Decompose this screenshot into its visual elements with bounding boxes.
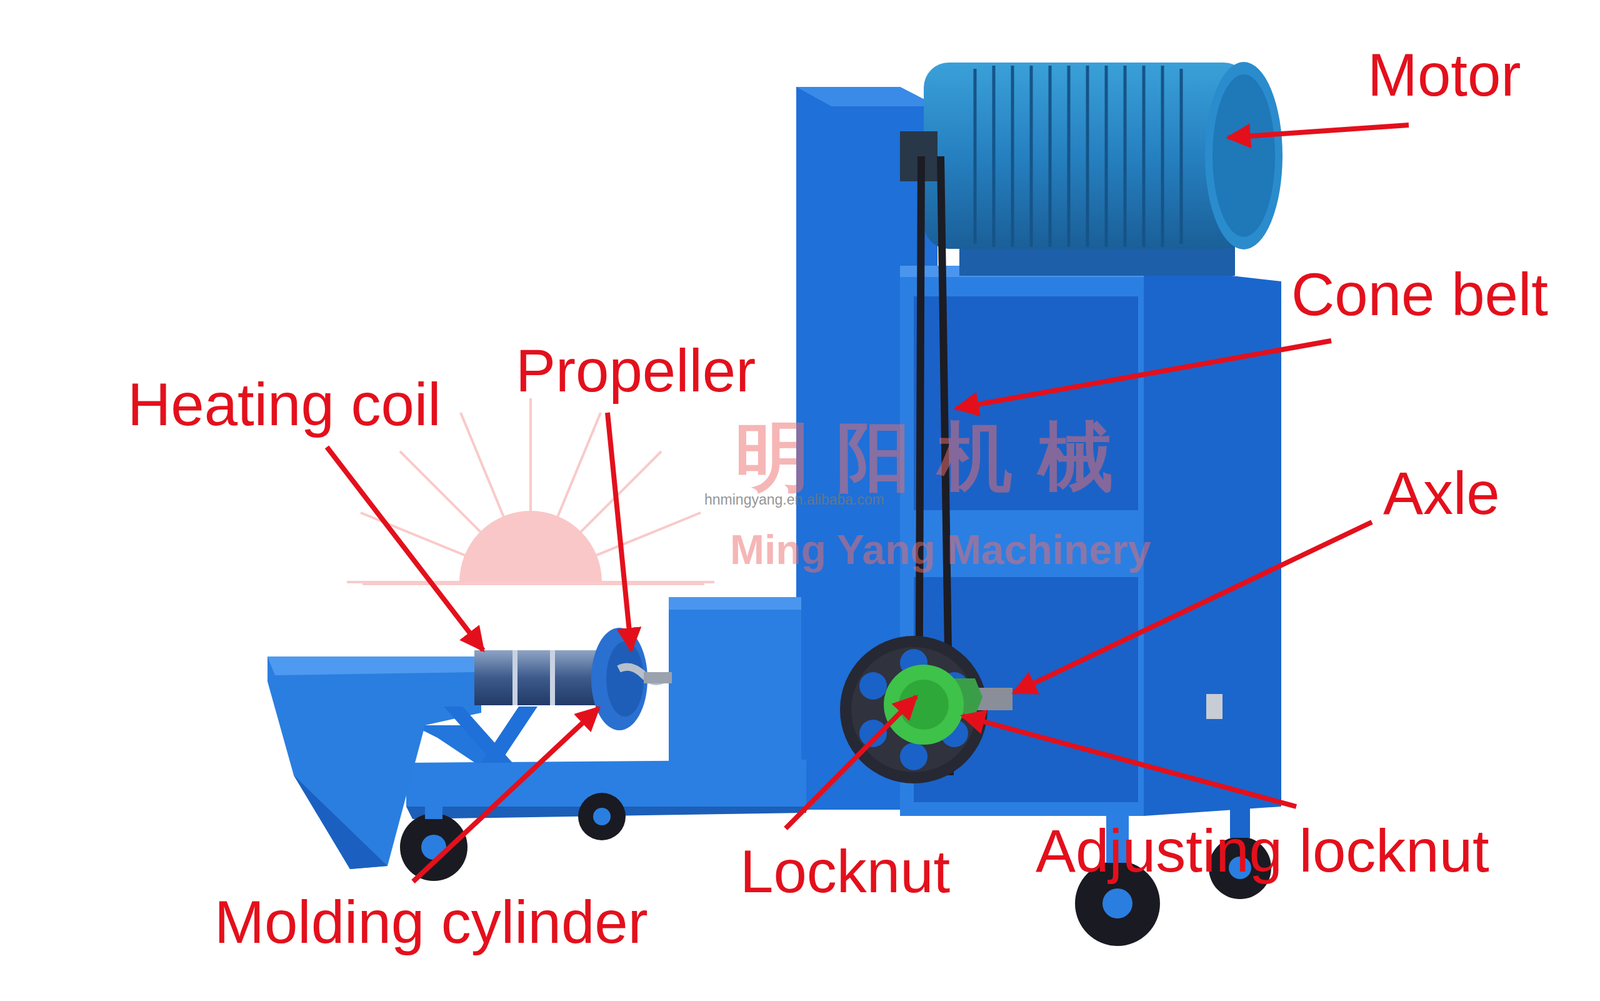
- leader-arrow: [326, 125, 1409, 882]
- watermark: Ming Yang Machinery: [730, 526, 1152, 574]
- part-label: Heating coil: [127, 370, 442, 439]
- watermark: 明 阳 机 械: [735, 413, 1114, 500]
- part-label: Adjusting locknut: [1035, 816, 1490, 885]
- watermark-url: hnmingyang.en.alibaba.com: [704, 491, 885, 508]
- part-label: Axle: [1383, 458, 1500, 528]
- part-label: Propeller: [515, 336, 756, 405]
- machine-frame: [267, 61, 1283, 946]
- part-label: Cone belt: [1291, 260, 1549, 329]
- part-label: Locknut: [740, 836, 950, 906]
- part-label: Molding cylinder: [214, 887, 649, 957]
- part-label: Motor: [1367, 40, 1521, 110]
